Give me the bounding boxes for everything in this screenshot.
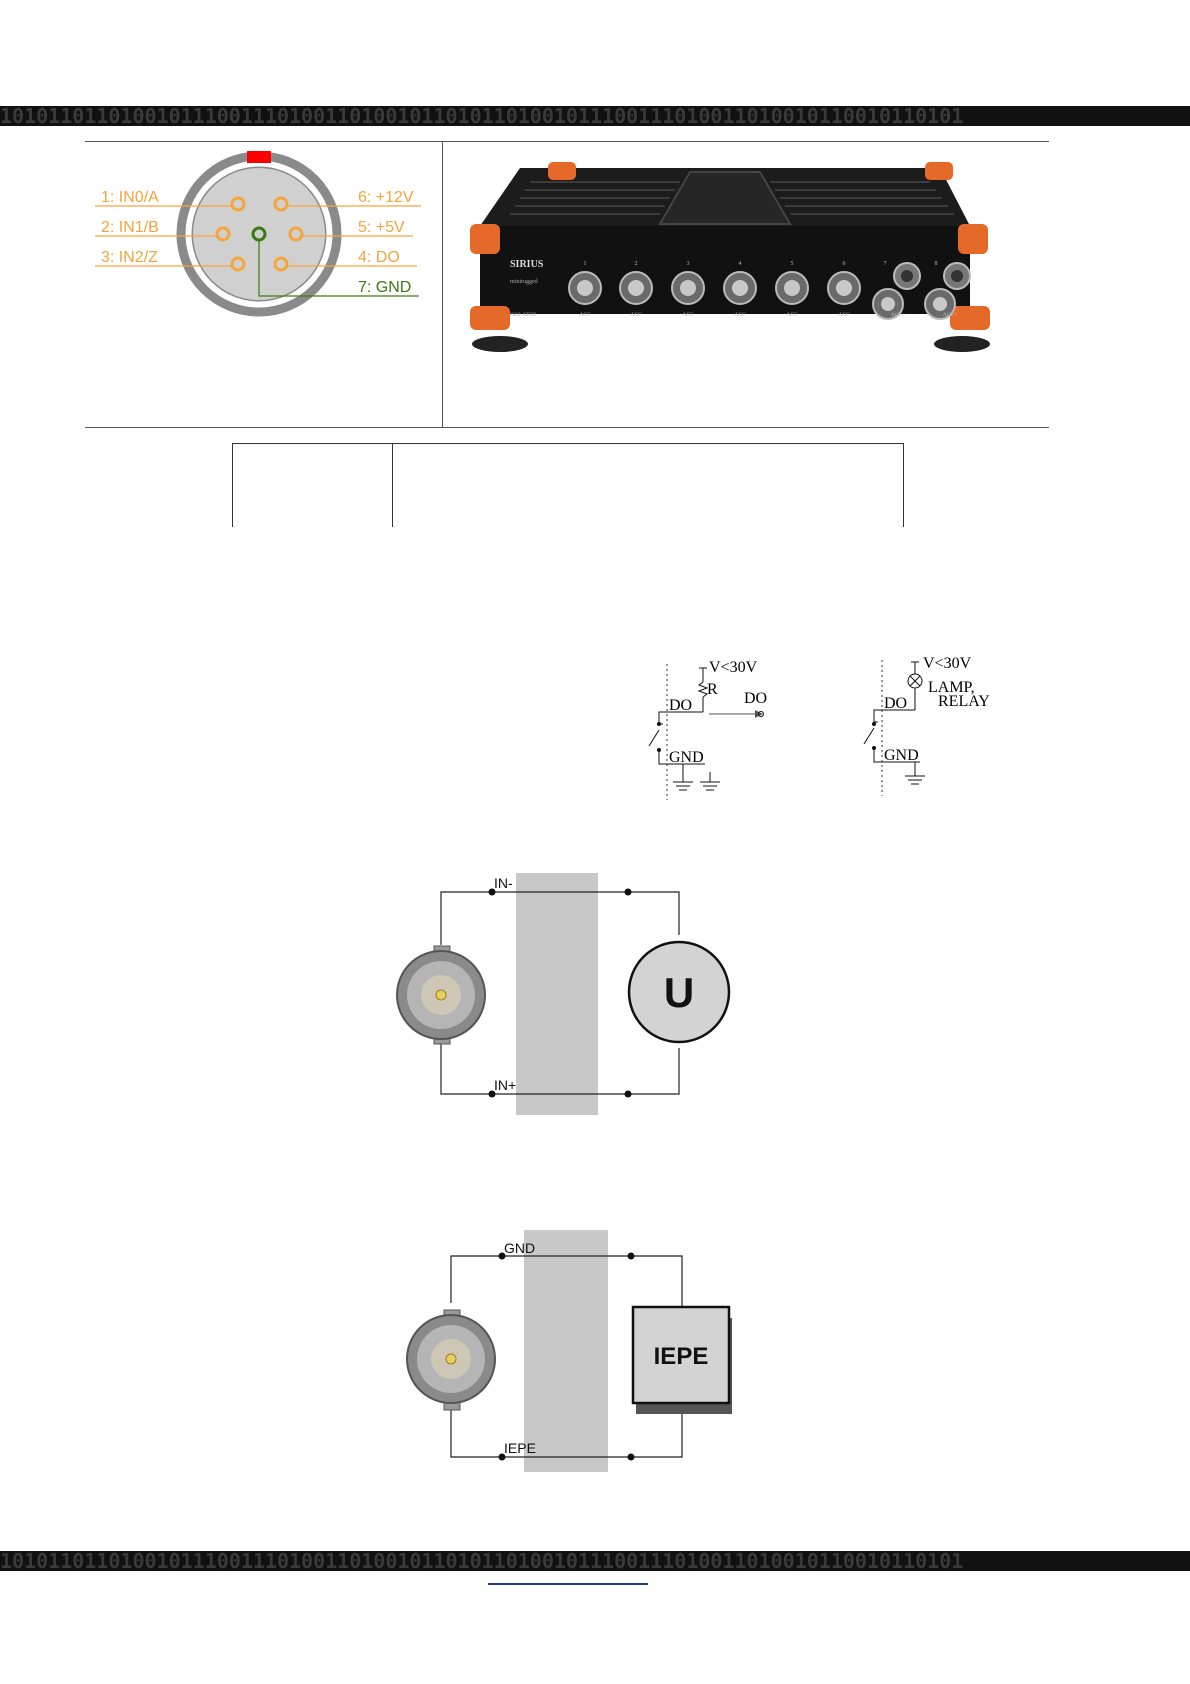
spec-table-top-border — [232, 443, 904, 444]
bnc-connector-6-core — [836, 280, 852, 296]
do1-gnd-label: GND — [669, 749, 704, 766]
bnc-connector-2-core — [628, 280, 644, 296]
header-band: 1010110110100101110011101001101001011010… — [0, 106, 1190, 126]
pin-4-icon — [273, 256, 289, 272]
channel-number-7: 7 — [884, 261, 887, 267]
pin-label-1: 1: IN0/A — [101, 189, 159, 206]
channel-number-3: 3 — [687, 261, 690, 267]
channel-number-8: 8 — [935, 261, 938, 267]
iepe-bottom-label: IEPE — [504, 1440, 536, 1456]
figure-table-divider — [442, 141, 443, 427]
iepe-sensor-label: IEPE — [654, 1343, 709, 1370]
footer-band: 1010110110100101110011101001101001011010… — [0, 1551, 1190, 1571]
spec-table-mid-border — [392, 443, 393, 527]
do-circuit-1-diagram: V<30V R DO DO GND — [648, 659, 767, 800]
do1-do-pin-label: DO — [669, 697, 692, 714]
voltage-bottom-label: IN+ — [494, 1077, 516, 1093]
do1-supply-label: V<30V — [709, 659, 758, 676]
voltage-top-label: IN- — [494, 875, 513, 891]
figure-table-top-border — [85, 141, 1049, 142]
do1-resistor-label: R — [707, 681, 718, 698]
footer-band-text: 1010110110100101110011101001101001011010… — [0, 1551, 964, 1571]
do1-do-out-label: DO — [744, 690, 767, 707]
do-circuit-2-diagram: V<30V LAMP, RELAY DO GND — [863, 655, 990, 796]
channel-number-4: 4 — [739, 261, 742, 267]
channel-type-7: ACC+ — [891, 312, 905, 318]
connector-key-mark — [247, 151, 271, 163]
connector-pinout-diagram: 1: IN0/A 2: IN1/B 3: IN2/Z 6: +12V 5: +5… — [95, 151, 421, 317]
iepe-isolation-barrier — [524, 1230, 608, 1472]
bnc-connector-3-core — [680, 280, 696, 296]
pin-label-3: 3: IN2/Z — [101, 249, 158, 266]
device-bumpers — [470, 162, 990, 330]
bnc-connector-1-core — [577, 280, 593, 296]
voltage-source-icon — [627, 940, 731, 1044]
device-isolated-label: ISOLATED — [510, 312, 536, 318]
voltage-bnc-connector-icon — [396, 945, 486, 1045]
bnc-connector-5-core — [784, 280, 800, 296]
channel-type-6: ACC — [838, 312, 850, 318]
spec-table-left-border — [232, 443, 233, 527]
device-sub-brand: minirugged — [510, 279, 538, 285]
pin-3-icon — [230, 256, 246, 272]
do2-gnd-label: GND — [884, 747, 919, 764]
channel-number-5: 5 — [791, 261, 794, 267]
spec-table-right-border — [903, 443, 904, 527]
voltage-connection-diagram: U IN- IN+ — [396, 873, 731, 1115]
pin-label-5: 5: +5V — [358, 219, 405, 236]
iepe-bnc-connector-icon — [406, 1309, 496, 1411]
iepe-connection-diagram: IEPE GND IEPE — [406, 1230, 732, 1472]
channel-number-2: 2 — [635, 261, 638, 267]
do2-supply-label: V<30V — [923, 655, 972, 672]
voltage-isolation-barrier — [516, 873, 598, 1115]
channel-type-5: ACC — [786, 312, 798, 318]
bnc-connector-4-core — [732, 280, 748, 296]
channel-type-2: ACC — [630, 312, 642, 318]
do2-lamp-label: LAMP, — [928, 679, 975, 696]
header-band-text: 1010110110100101110011101001101001011010… — [0, 106, 964, 126]
iepe-sensor-icon — [631, 1305, 731, 1405]
do2-relay-label: RELAY — [938, 693, 990, 710]
pin-label-6: 6: +12V — [358, 189, 414, 206]
footer-link[interactable] — [488, 1583, 648, 1585]
figure-table-bottom-border — [85, 427, 1049, 428]
channel-type-4: ACC — [734, 312, 746, 318]
bnc-connector-7-core — [881, 297, 895, 311]
device-brand: SIRIUS — [510, 259, 544, 270]
channel-type-8: ACC+ — [943, 312, 957, 318]
channel-type-1: ACC — [579, 312, 591, 318]
pin-5-icon — [288, 226, 304, 242]
bnc-connector-8-core — [933, 297, 947, 311]
channel-type-3: ACC — [682, 312, 694, 318]
channel-number-1: 1 — [584, 261, 587, 267]
pin-label-7: 7: GND — [358, 279, 411, 296]
iepe-top-label: GND — [504, 1240, 535, 1256]
pin-2-icon — [215, 226, 231, 242]
voltage-source-label: U — [664, 969, 694, 1016]
channel-number-6: 6 — [843, 261, 846, 267]
pin-label-4: 4: DO — [358, 249, 400, 266]
do2-do-pin-label: DO — [884, 695, 907, 712]
pin-label-2: 2: IN1/B — [101, 219, 159, 236]
pin-6-icon — [273, 196, 289, 212]
pin-1-icon — [230, 196, 246, 212]
